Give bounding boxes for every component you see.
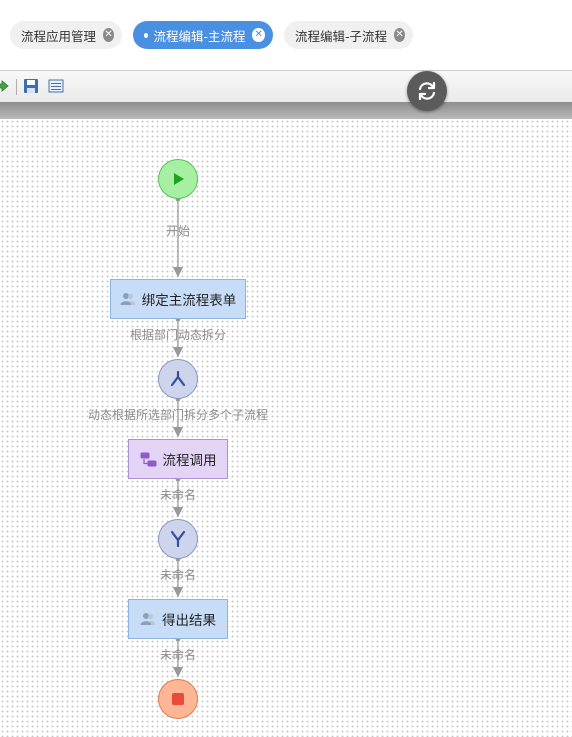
refresh-icon	[418, 81, 436, 101]
task-node-result[interactable]: 得出结果	[128, 599, 228, 639]
tab-label: 流程编辑-主流程	[153, 28, 246, 44]
start-node[interactable]	[158, 159, 198, 199]
close-icon[interactable]: ✕	[103, 28, 114, 42]
save-icon[interactable]	[23, 78, 39, 94]
edge-label: 动态根据所选部门拆分多个子流程	[87, 408, 269, 422]
close-icon[interactable]: ✕	[394, 28, 405, 42]
tab-bar: 流程应用管理 ✕ 流程编辑-主流程 ✕ 流程编辑-子流程 ✕	[0, 0, 572, 70]
merge-icon	[170, 530, 186, 548]
node-label: 绑定主流程表单	[141, 293, 237, 309]
tab-process-app-management[interactable]: 流程应用管理 ✕	[10, 21, 122, 49]
node-label: 流程调用	[162, 453, 217, 469]
tab-edit-main-process[interactable]: 流程编辑-主流程 ✕	[133, 21, 273, 49]
edge-label: 开始	[165, 224, 191, 238]
refresh-button[interactable]	[407, 71, 447, 111]
split-gateway-node[interactable]	[158, 359, 198, 399]
split-icon	[170, 370, 186, 387]
tab-edit-sub-process[interactable]: 流程编辑-子流程 ✕	[284, 21, 413, 49]
edge-label: 未命名	[159, 648, 197, 662]
active-dot-icon	[144, 32, 149, 38]
toolbar	[0, 70, 572, 103]
end-node[interactable]	[158, 679, 198, 719]
edge-label: 根据部门动态拆分	[129, 328, 227, 342]
stop-icon	[172, 693, 184, 705]
edge-label: 未命名	[159, 568, 197, 582]
subprocess-icon	[140, 452, 157, 467]
task-node-bind-form[interactable]: 绑定主流程表单	[110, 279, 246, 319]
play-icon	[174, 173, 184, 185]
toolbar-shadow-strip	[0, 102, 572, 119]
list-icon[interactable]	[48, 78, 64, 94]
tab-label: 流程编辑-子流程	[295, 28, 388, 44]
flow-edges	[172, 196, 184, 678]
close-icon[interactable]: ✕	[252, 28, 265, 42]
tab-label: 流程应用管理	[21, 28, 97, 44]
users-icon	[140, 612, 156, 626]
subprocess-node[interactable]: 流程调用	[128, 439, 228, 479]
edge-label: 未命名	[159, 488, 197, 502]
export-icon[interactable]	[0, 78, 10, 94]
node-label: 得出结果	[162, 613, 216, 629]
users-icon	[120, 292, 136, 306]
flow-canvas[interactable]: 开始 根据部门动态拆分 动态根据所选部门拆分多个子流程 未命名 未命名 未命名 …	[0, 119, 572, 737]
toolbar-divider	[16, 79, 17, 95]
join-gateway-node[interactable]	[158, 519, 198, 559]
